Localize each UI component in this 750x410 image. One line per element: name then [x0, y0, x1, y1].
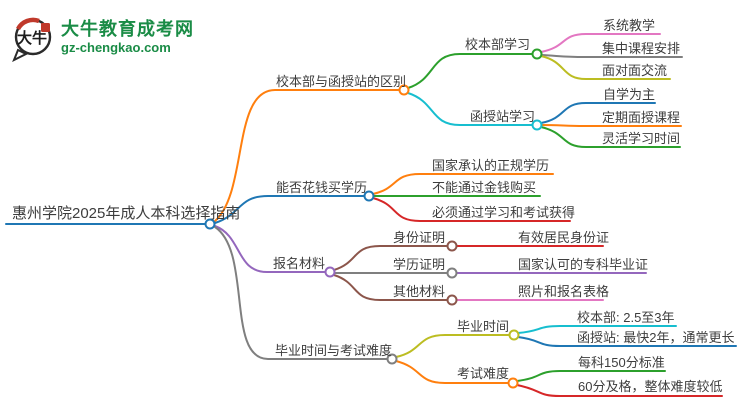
link-graduation-exam: [214, 226, 389, 360]
link-campus-study: [407, 53, 534, 89]
node-toggle-materials[interactable]: [324, 266, 336, 278]
node-cannot-buy[interactable]: 不能通过金钱购买: [432, 180, 537, 195]
node-college-diploma[interactable]: 国家认可的专科毕业证: [518, 257, 649, 272]
node-state-recognized[interactable]: 国家承认的正规学历: [432, 158, 550, 173]
node-toggle-id-proof[interactable]: [446, 240, 458, 252]
node-valid-id-card[interactable]: 有效居民身份证: [518, 230, 610, 245]
link-campus-years: [517, 325, 677, 334]
node-systematic-teaching[interactable]: 系统教学: [603, 18, 656, 33]
node-must-study-exam[interactable]: 必须通过学习和考试获得: [432, 205, 576, 220]
link-pass-60: [516, 384, 723, 397]
node-toggle-graduation-exam[interactable]: [386, 353, 398, 365]
link-state-recognized: [372, 173, 554, 195]
site-logo[interactable]: 大牛 大牛教育成考网 gz-chengkao.com: [10, 12, 194, 62]
node-materials[interactable]: 报名材料: [273, 256, 326, 271]
link-other-materials: [333, 274, 448, 301]
node-flexible-time[interactable]: 灵活学习时间: [602, 131, 681, 146]
link-station-years: [517, 336, 737, 347]
node-other-materials[interactable]: 其他材料: [393, 284, 446, 299]
node-toggle-other-materials[interactable]: [446, 294, 458, 306]
node-pass-60[interactable]: 60分及格，整体难度较低: [578, 379, 723, 394]
node-graduation-time[interactable]: 毕业时间: [457, 319, 510, 334]
link-face-to-face: [540, 55, 671, 80]
svg-text:大牛: 大牛: [17, 29, 47, 47]
node-root[interactable]: 惠州学院2025年成人本科选择指南: [12, 205, 241, 222]
node-toggle-root[interactable]: [204, 218, 216, 230]
node-toggle-campus-study[interactable]: [531, 48, 543, 60]
link-materials: [214, 225, 327, 273]
node-periodic-courses[interactable]: 定期面授课程: [602, 110, 681, 125]
node-station-years[interactable]: 函授站: 最快2年，通常更长: [577, 330, 735, 345]
logo-bull-icon: 大牛: [12, 17, 52, 62]
logo-text-block: 大牛教育成考网 gz-chengkao.com: [61, 19, 194, 55]
link-id-proof: [333, 245, 448, 271]
node-concentrated-courses[interactable]: 集中课程安排: [602, 41, 681, 56]
node-campus-years[interactable]: 校本部: 2.5至3年: [577, 310, 675, 325]
link-flexible-time: [540, 126, 681, 148]
link-buy-diploma: [214, 195, 366, 224]
link-score-150: [516, 370, 666, 382]
node-buy-diploma[interactable]: 能否花钱买学历: [276, 180, 368, 195]
site-name: 大牛教育成考网: [61, 19, 194, 39]
node-id-proof[interactable]: 身份证明: [393, 230, 446, 245]
node-station-study[interactable]: 函授站学习: [470, 109, 536, 124]
link-graduation-time: [395, 334, 511, 358]
node-toggle-edu-proof[interactable]: [446, 267, 458, 279]
node-graduation-exam[interactable]: 毕业时间与考试难度: [275, 343, 393, 358]
link-must-study-exam: [372, 197, 571, 222]
node-campus-vs-station[interactable]: 校本部与函授站的区别: [276, 74, 407, 89]
node-edu-proof[interactable]: 学历证明: [393, 257, 446, 272]
link-self-study: [540, 102, 656, 124]
node-exam-difficulty[interactable]: 考试难度: [457, 366, 510, 381]
link-concentrated-courses: [540, 54, 683, 58]
node-self-study[interactable]: 自学为主: [603, 87, 656, 102]
node-toggle-exam-difficulty[interactable]: [507, 377, 519, 389]
node-photos-forms[interactable]: 照片和报名表格: [518, 284, 610, 299]
link-periodic-courses: [540, 124, 682, 127]
site-url: gz-chengkao.com: [61, 40, 171, 55]
link-exam-difficulty: [395, 360, 510, 384]
link-systematic-teaching: [540, 33, 661, 53]
node-campus-study[interactable]: 校本部学习: [465, 37, 531, 52]
node-face-to-face[interactable]: 面对面交流: [602, 63, 668, 78]
node-toggle-buy-diploma[interactable]: [363, 190, 375, 202]
node-toggle-campus-vs-station[interactable]: [398, 84, 410, 96]
link-station-study: [407, 92, 534, 126]
link-campus-vs-station: [214, 89, 401, 222]
node-toggle-station-study[interactable]: [531, 119, 543, 131]
node-toggle-graduation-time[interactable]: [508, 329, 520, 341]
node-score-150[interactable]: 每科150分标准: [578, 355, 665, 370]
